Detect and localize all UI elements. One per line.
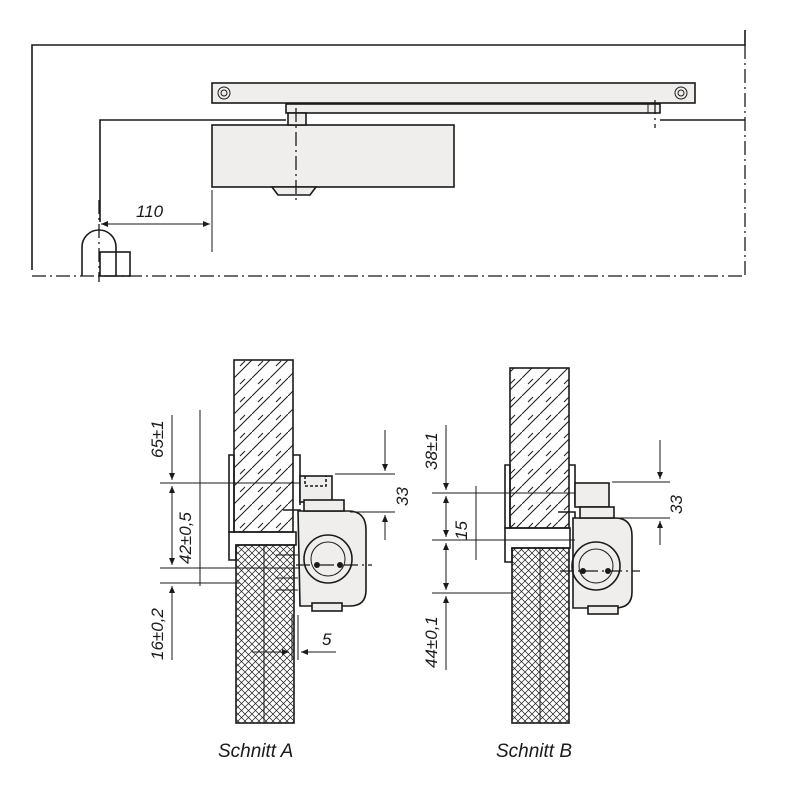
- section-a-dim-mid: 42±0,5: [176, 512, 195, 564]
- section-b-closer-body: [572, 517, 633, 609]
- door-closer-body: [211, 124, 455, 188]
- section-b-seal: [504, 527, 571, 563]
- section-b-dim-bottom: 44±0,1: [422, 616, 441, 668]
- door-leaf-line: [99, 119, 286, 222]
- slide-arm: [285, 103, 661, 114]
- section-b-dim-mid: 15: [452, 521, 471, 540]
- section-b-pinion-icon: [571, 541, 621, 591]
- section-a-dim-top: 65±1: [148, 420, 167, 458]
- section-b-dim-top: 38±1: [422, 432, 441, 470]
- section-a-rail: [299, 475, 333, 503]
- section-a-dim-gap: 5: [322, 630, 332, 649]
- top-view: 110: [31, 30, 746, 282]
- rail-screw-left-icon: [217, 86, 231, 100]
- section-b-dim-right: 33: [667, 495, 686, 514]
- door-frame-outline: [31, 30, 746, 270]
- section-b-caption: Schnitt B: [496, 741, 572, 762]
- rail-screw-right-icon: [674, 86, 688, 100]
- section-a-frame: [233, 359, 294, 533]
- section-a-pinion-icon: [303, 534, 353, 584]
- closer-pinion-cap: [287, 112, 307, 126]
- section-a-dim-right: 33: [393, 487, 412, 506]
- slide-rail: [211, 82, 696, 104]
- dimension-closer-offset: 110: [136, 202, 164, 221]
- section-b: 38±1 15 44±0,1 33 Schnitt B: [422, 367, 686, 762]
- section-a-caption: Schnitt A: [218, 741, 293, 762]
- section-a-seal: [228, 531, 297, 561]
- section-a-dim-bottom: 16±0,2: [148, 608, 167, 660]
- section-b-frame: [509, 367, 570, 529]
- closer-pinion-bottom: [270, 186, 318, 196]
- section-a: 65±1 42±0,5 16±0,2 33 5 Schnitt A: [148, 359, 412, 762]
- section-a-closer-body: [297, 510, 367, 607]
- section-b-rail: [574, 482, 610, 508]
- section-a-door-leaf: [235, 544, 295, 724]
